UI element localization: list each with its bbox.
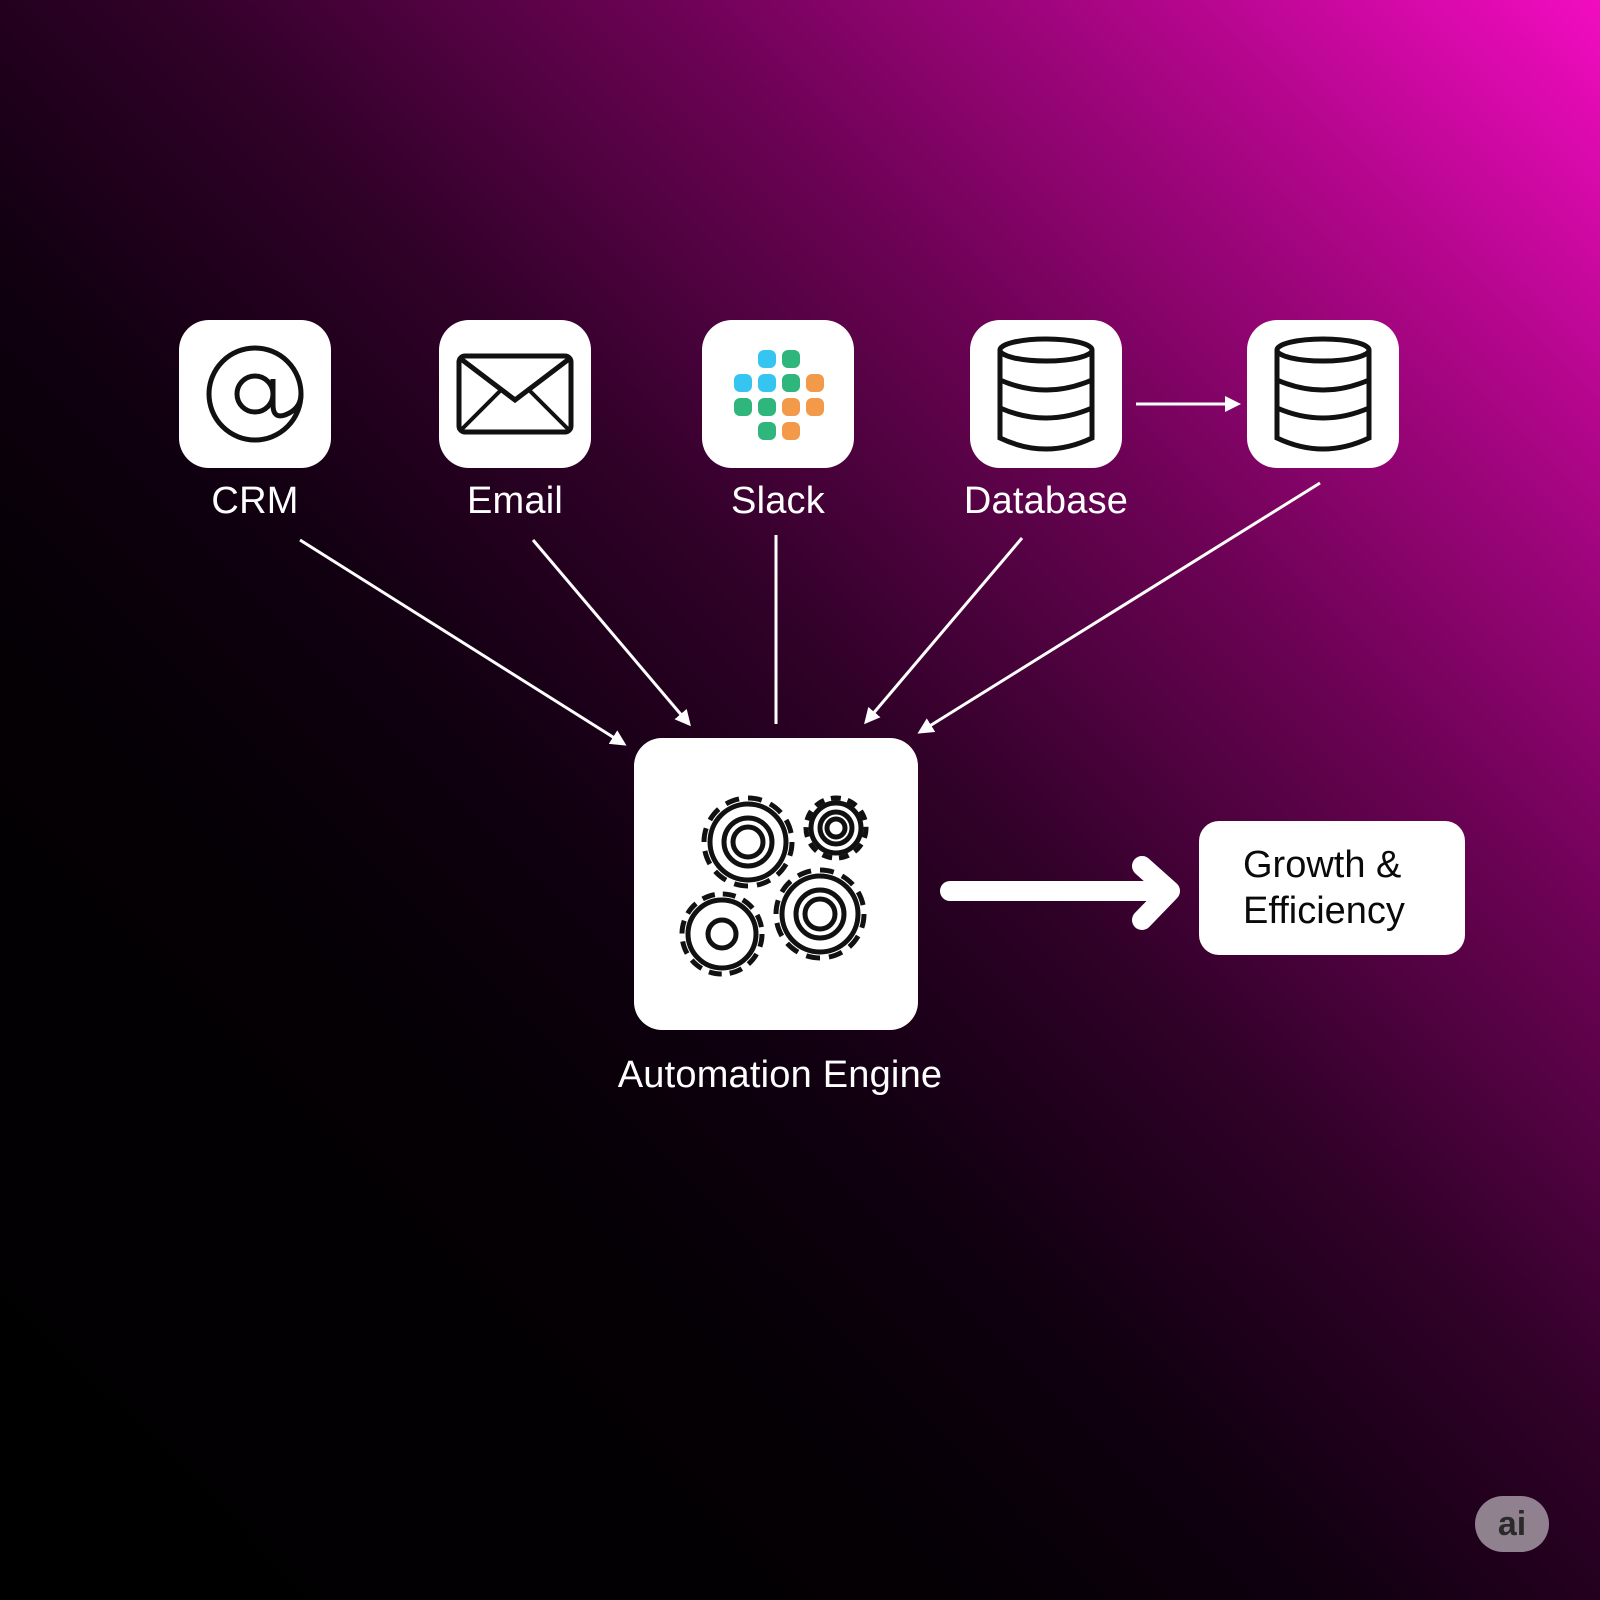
ai-badge: ai — [1475, 1496, 1549, 1552]
growth-efficiency-box[interactable]: Growth & Efficiency — [1199, 821, 1465, 955]
arrow-email-to-engine — [531, 539, 691, 727]
database-tile[interactable] — [970, 320, 1122, 468]
crm-label: CRM — [211, 480, 299, 522]
database-copy-tile[interactable] — [1247, 320, 1399, 468]
automation-engine-label: Automation Engine — [617, 1054, 943, 1096]
database-label: Database — [963, 480, 1129, 522]
arrow-crm-to-engine — [299, 538, 627, 746]
automation-engine-box[interactable] — [634, 738, 918, 1030]
gears-icon — [679, 795, 869, 977]
database-icon — [997, 336, 1095, 452]
outcome-line-2: Efficiency — [1243, 890, 1405, 932]
arrow-engine-to-outcome — [940, 856, 1180, 930]
slack-label: Slack — [731, 480, 825, 522]
crm-tile[interactable] — [179, 320, 331, 468]
database-icon — [1274, 336, 1372, 452]
envelope-icon — [456, 353, 574, 435]
email-tile[interactable] — [439, 320, 591, 468]
arrow-database-to-engine — [864, 537, 1024, 725]
arrow-database-copy-to-engine — [917, 481, 1321, 734]
slack-icon — [734, 350, 824, 440]
email-label: Email — [466, 480, 564, 522]
outcome-line-1: Growth & — [1243, 844, 1402, 886]
slack-tile[interactable] — [702, 320, 854, 468]
at-sign-icon — [206, 345, 304, 443]
